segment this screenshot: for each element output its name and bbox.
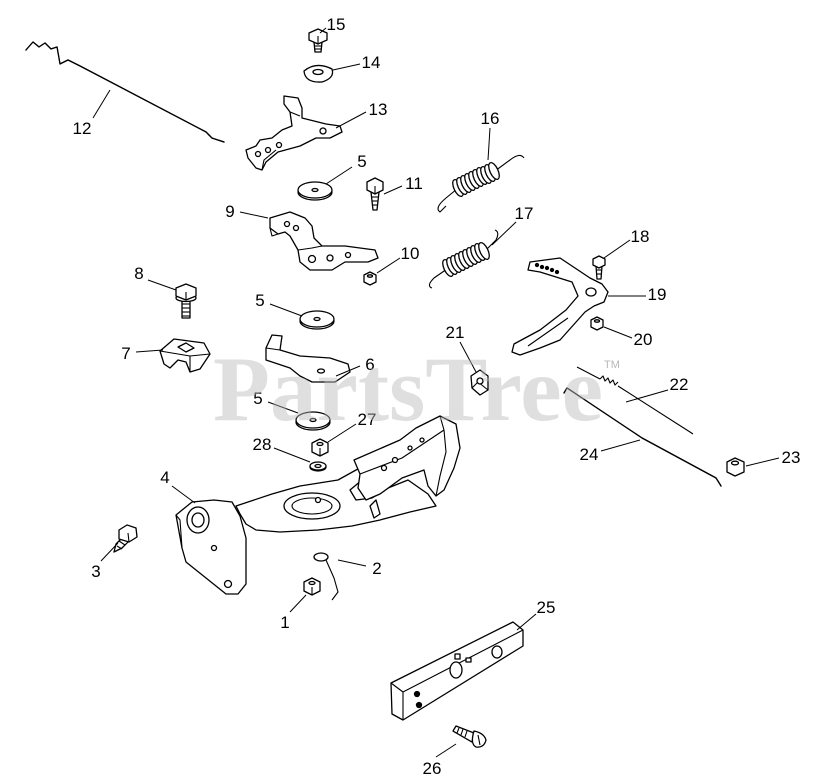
part-23-nut [726,457,745,477]
part-24-rod [563,387,722,487]
callout-14: 14 [362,53,381,72]
part-9-lever [269,211,379,271]
callout-15: 15 [327,15,346,34]
leader-line-16 [487,127,491,161]
callout-21: 21 [446,323,465,342]
part-26-screw [452,725,487,748]
leader-line-15 [319,27,327,34]
leader-line-2 [337,559,367,567]
callout-20: 20 [634,330,653,349]
leader-line-12 [92,89,111,119]
leader-line-9 [239,211,269,219]
callout-25: 25 [537,598,556,617]
callout-12: 12 [73,119,92,138]
part-5-washer-middle [299,310,335,330]
callout-8: 8 [134,264,143,283]
part-16-spring [437,154,525,213]
part-8-bolt [175,283,197,319]
watermark-brand: PartsTree [213,338,603,440]
part-11-bolt [366,177,384,211]
callout-10: 10 [401,244,420,263]
leader-line-5-bottom [267,401,299,414]
callout-5-bottom: 5 [253,389,262,408]
callout-28: 28 [253,435,272,454]
leader-line-3 [100,542,119,562]
callout-9: 9 [225,202,234,221]
leader-line-25 [516,613,537,631]
callout-6: 6 [365,355,374,374]
part-28-washer [309,461,327,472]
callout-13: 13 [369,100,388,119]
callout-22: 22 [670,375,689,394]
leader-line-20 [603,326,633,339]
part-25-plate [390,621,524,721]
callout-26: 26 [423,759,442,778]
leader-line-8 [147,279,177,291]
leader-line-27 [327,423,357,443]
part-15-bolt [308,28,328,53]
callout-11: 11 [405,174,423,193]
leader-line-6 [335,365,361,377]
leader-line-7 [135,349,164,353]
callout-17: 17 [515,204,534,223]
leader-line-1 [289,594,307,613]
leader-line-14 [332,63,361,71]
leader-line-10 [376,257,401,274]
leader-line-5-middle [269,303,303,317]
part-1-nut [303,577,321,596]
callout-16: 16 [481,109,500,128]
part-5-washer-top [297,181,333,201]
part-3-bolt [113,524,138,553]
leader-line-11 [383,185,403,195]
callout-27: 27 [358,410,377,429]
leader-line-5-top [325,166,353,185]
part-27-nut [311,438,329,457]
part-13-bracket [245,95,343,171]
part-14-washer [303,64,334,83]
callout-3: 3 [91,562,100,581]
callout-7: 7 [121,344,130,363]
callouts: 15 14 13 12 16 5 11 9 17 10 8 18 19 5 7 … [73,15,801,778]
leader-line-21 [459,341,477,373]
leader-line-17 [491,221,517,246]
part-22-cable [576,366,694,435]
part-17-spring [428,229,499,289]
part-4-main-bracket [175,415,461,595]
leader-line-23 [745,457,780,467]
leader-line-24 [600,439,641,452]
callout-5-middle: 5 [255,291,264,310]
part-21-cable-clamp [470,369,489,396]
part-7-clip [159,338,211,373]
part-6-plate [265,334,351,383]
watermark: PartsTree TM [213,338,620,440]
callout-24: 24 [580,445,599,464]
part-20-nut [590,316,604,331]
part-10-nut [363,271,377,286]
callout-5-top: 5 [357,152,366,171]
callout-18: 18 [631,227,650,246]
part-12-wire-rod [25,41,225,143]
leader-line-18 [603,239,631,259]
callout-1: 1 [280,613,289,632]
callout-2: 2 [372,559,381,578]
callout-19: 19 [648,285,667,304]
leader-line-26 [435,743,457,758]
callout-23: 23 [782,448,801,467]
part-18-screw [592,255,606,280]
part-5-washer-bottom [295,411,331,431]
part-2-spring-clip [313,552,339,601]
leader-line-28 [273,447,311,463]
watermark-trademark: TM [604,359,620,371]
callout-4: 4 [160,468,169,487]
leader-line-4 [171,485,196,504]
leader-line-22 [625,389,669,403]
leader-line-13 [335,111,367,129]
part-19-lever [511,257,609,356]
